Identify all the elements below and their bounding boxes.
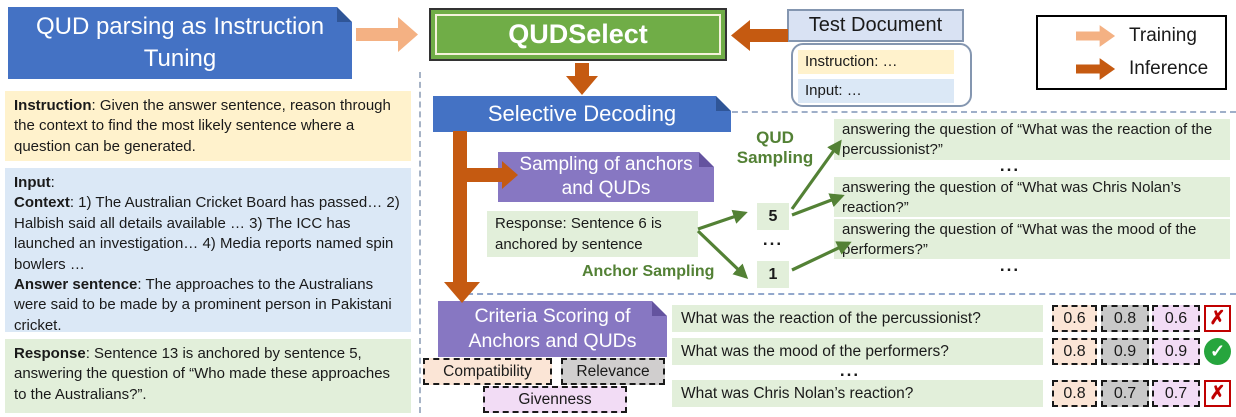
legend-box: Training Inference — [1036, 15, 1227, 90]
divider-horizontal-middle — [457, 293, 1236, 295]
qud-sample-box-1: answering the question of “What was the … — [834, 119, 1230, 160]
anchor-candidate-1: 1 — [757, 261, 789, 288]
score-relevance-2: 0.9 — [1101, 338, 1149, 365]
response-label: Response — [14, 345, 86, 362]
criteria-relevance: Relevance — [561, 358, 665, 385]
legend-training-label: Training — [1129, 25, 1197, 47]
scoring-question-2: What was the mood of the performers? — [672, 338, 1043, 365]
sampling-box: Sampling of anchors and QUDs — [498, 152, 714, 202]
anchor-sampling-label: Anchor Sampling — [582, 263, 715, 280]
qud-sample-box-3: answering the question of “What was the … — [834, 219, 1230, 259]
score-relevance-3: 0.7 — [1101, 380, 1149, 407]
instruction-box: Instruction: Given the answer sentence, … — [5, 91, 411, 161]
qudselect-label: QUDSelect — [508, 19, 648, 49]
score-compatibility-3: 0.8 — [1052, 380, 1097, 407]
training-arrow-icon — [356, 17, 418, 52]
inference-arrow-icon — [1076, 57, 1116, 80]
selective-decoding-box: Selective Decoding — [433, 96, 731, 132]
title-text: QUD parsing as Instruction Tuning — [35, 12, 325, 72]
criteria-compatibility: Compatibility — [423, 358, 552, 385]
qud-sample-box-2: answering the question of “What was Chri… — [834, 177, 1230, 217]
input-line: Input: — [14, 174, 55, 191]
inference-arrow-icon — [731, 20, 788, 51]
qudselect-box: QUDSelect — [429, 8, 727, 61]
qud-sample-ellipsis-1: ... — [999, 156, 1021, 175]
score-compatibility-2: 0.8 — [1052, 338, 1097, 365]
scoring-question-1: What was the reaction of the percussioni… — [672, 305, 1043, 332]
test-doc-input-strip: Input: … — [798, 79, 954, 103]
instruction-text: : Given the answer sentence, reason thro… — [14, 97, 391, 155]
instruction-label: Instruction — [14, 97, 92, 114]
criteria-scoring-box: Criteria Scoring of Anchors and QUDs — [438, 301, 667, 357]
title-box: QUD parsing as Instruction Tuning — [8, 7, 352, 79]
arrow-response-to-5 — [697, 209, 748, 231]
response-box: Response: Sentence 13 is anchored by sen… — [5, 339, 411, 413]
score-compatibility-1: 0.6 — [1052, 305, 1097, 332]
test-document-header: Test Document — [787, 9, 964, 42]
scoring-question-3: What was Chris Nolan’s reaction? — [672, 380, 1043, 407]
score-givenness-3: 0.7 — [1152, 380, 1200, 407]
verdict-reject-icon-1: ✗ — [1204, 305, 1231, 332]
sampling-box-label: Sampling of anchors and QUDs — [519, 154, 693, 199]
qud-sampling-label: QUD Sampling — [736, 128, 814, 168]
verdict-reject-icon-3: ✗ — [1204, 380, 1231, 407]
score-givenness-1: 0.6 — [1152, 305, 1200, 332]
criteria-givenness: Givenness — [483, 386, 627, 413]
qud-sample-ellipsis-2: ... — [999, 256, 1021, 275]
test-doc-instruction-strip: Instruction: … — [798, 50, 954, 74]
answer-sentence-line: Answer sentence: The approaches to the A… — [14, 275, 392, 334]
test-document-title: Test Document — [808, 14, 943, 36]
down-arrow-icon — [566, 63, 598, 95]
test-document-body: Instruction: … Input: … — [791, 43, 972, 107]
context-line: Context: 1) The Australian Cricket Board… — [14, 194, 400, 273]
anchor-candidate-5: 5 — [757, 203, 789, 230]
anchor-ellipsis: ... — [762, 230, 784, 249]
input-box: Input: Context: 1) The Australian Cricke… — [5, 168, 411, 334]
selective-decoding-label: Selective Decoding — [487, 101, 677, 126]
training-arrow-icon — [1076, 25, 1116, 48]
legend-training-row: Training — [1038, 23, 1225, 49]
legend-inference-row: Inference — [1038, 56, 1225, 82]
score-relevance-1: 0.8 — [1101, 305, 1149, 332]
scoring-ellipsis: ... — [839, 361, 861, 380]
score-givenness-2: 0.9 — [1152, 338, 1200, 365]
response-text: : Sentence 13 is anchored by sentence 5,… — [14, 345, 391, 403]
verdict-accept-icon-2: ✓ — [1204, 338, 1231, 365]
sampling-response-box: Response: Sentence 6 is anchored by sent… — [487, 211, 698, 257]
divider-horizontal-top — [712, 111, 1236, 113]
legend-inference-label: Inference — [1129, 57, 1209, 79]
divider-vertical — [419, 72, 421, 413]
